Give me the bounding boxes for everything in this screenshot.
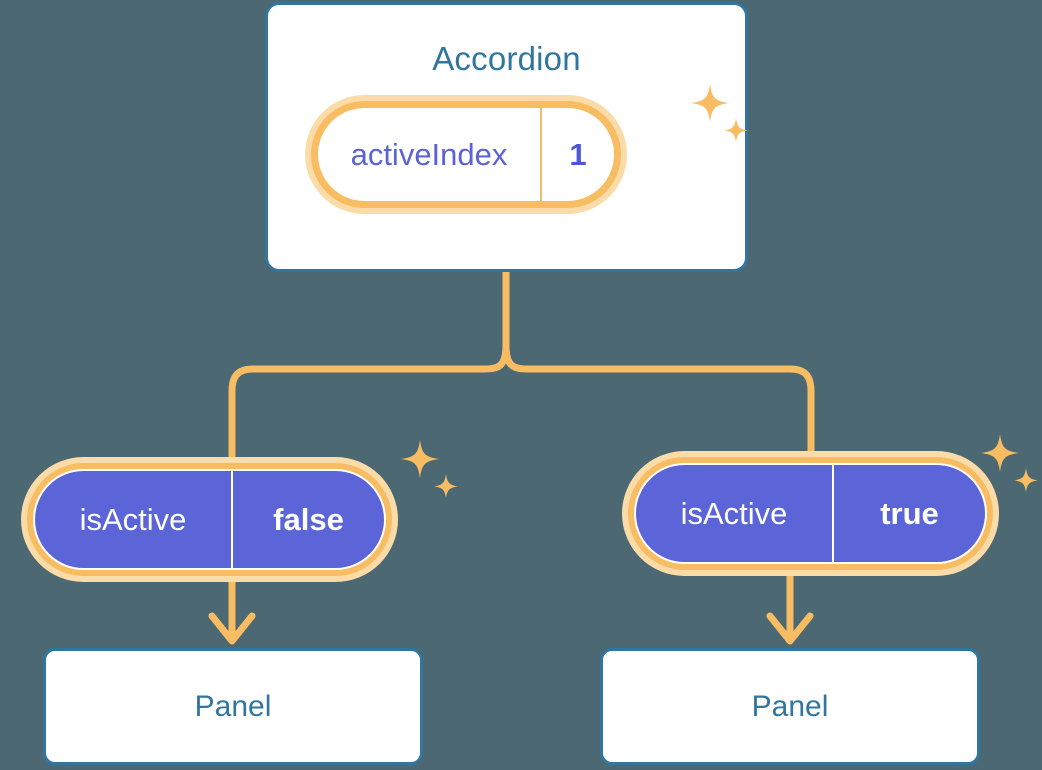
child-state-value-left: false xyxy=(273,502,344,537)
panel-title-right: Panel xyxy=(751,689,829,723)
pill-divider xyxy=(231,471,233,568)
child-state-pill-left[interactable]: isActive false xyxy=(33,469,386,570)
root-state-value: 1 xyxy=(569,137,587,172)
panel-node-right[interactable]: Panel xyxy=(600,648,980,765)
connector-branch-left xyxy=(228,341,510,472)
child-state-key-right: isActive xyxy=(680,496,788,531)
page-title: Accordion xyxy=(432,40,581,77)
arrow-down-icon-right-head xyxy=(766,612,814,645)
arrow-down-icon-left-head xyxy=(208,612,256,645)
connector-branch-right xyxy=(502,341,815,472)
pill-divider xyxy=(832,465,834,562)
child-state-pill-right[interactable]: isActive true xyxy=(634,463,987,564)
panel-node-left[interactable]: Panel xyxy=(43,648,423,765)
child-state-key-left: isActive xyxy=(79,502,187,537)
root-state-pill[interactable]: activeIndex 1 xyxy=(311,101,621,208)
pill-divider xyxy=(540,108,542,201)
panel-title-left: Panel xyxy=(194,689,272,723)
root-state-key: activeIndex xyxy=(350,137,508,172)
child-state-value-right: true xyxy=(880,496,939,531)
